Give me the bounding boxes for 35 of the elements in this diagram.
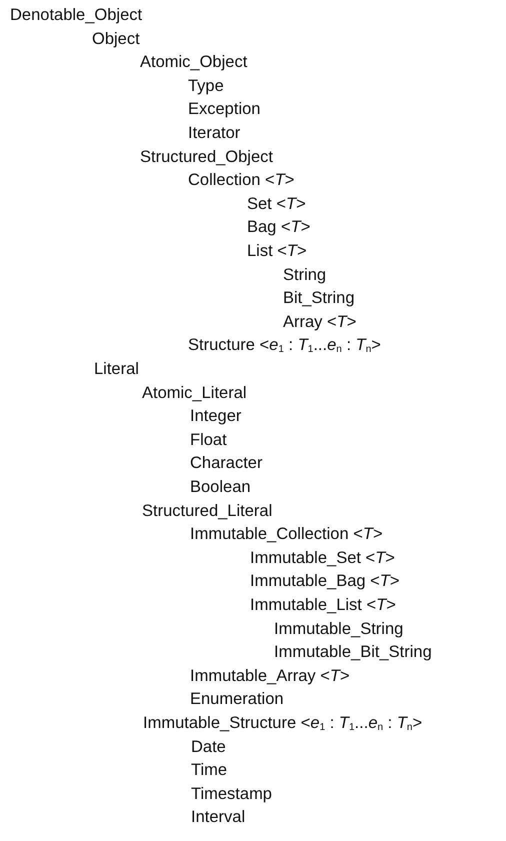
type-name: Interval — [191, 807, 246, 828]
type-name: Iterator — [188, 123, 240, 143]
type-name: Bit_String — [283, 288, 355, 308]
type-name: Atomic_Object — [140, 52, 248, 72]
type-name: Exception — [188, 99, 260, 120]
type-name: Structure <e$_{1}$ : T$_{1}$...e$_{n}$ : T$_{n}$> — [188, 335, 381, 356]
type-name: Enumeration — [190, 689, 284, 710]
type-name: Type — [188, 76, 224, 96]
type-name: Literal — [94, 359, 139, 379]
type-name: Integer — [190, 406, 242, 426]
type-name: Immutable_Bit_String — [274, 642, 432, 662]
type-name: Boolean — [190, 477, 251, 497]
type-name: Atomic_Literal — [142, 382, 247, 403]
type-name: Immutable_Collection <T> — [190, 524, 383, 544]
type-name: Immutable_Bag <T> — [250, 571, 400, 592]
type-name: Float — [190, 430, 227, 450]
type-name: Timestamp — [191, 784, 272, 804]
type-name: String — [283, 264, 326, 285]
type-name: Denotable_Object — [10, 5, 142, 25]
type-name: Object — [92, 28, 140, 49]
type-name: Array <T> — [283, 312, 356, 332]
type-name: Immutable_Set <T> — [250, 548, 395, 568]
type-name: Character — [190, 453, 262, 474]
type-name: Structured_Literal — [142, 500, 272, 521]
type-name: Immutable_Array <T> — [190, 666, 350, 686]
type-name: Bag <T> — [247, 217, 310, 238]
type-name: Collection <T> — [188, 170, 294, 190]
type-name: Structured_Object — [140, 146, 273, 167]
type-name: Time — [191, 760, 228, 780]
type-name: Immutable_String — [274, 618, 404, 639]
type-name: Set <T> — [247, 194, 306, 214]
type-name: Immutable_List <T> — [250, 595, 396, 615]
type-name: List <T> — [247, 241, 307, 261]
type-name: Date — [191, 736, 226, 757]
type-name: Immutable_Structure <e$_{1}$ : T$_{1}$...e$_{n}$ : T$_{n}$> — [143, 713, 422, 733]
